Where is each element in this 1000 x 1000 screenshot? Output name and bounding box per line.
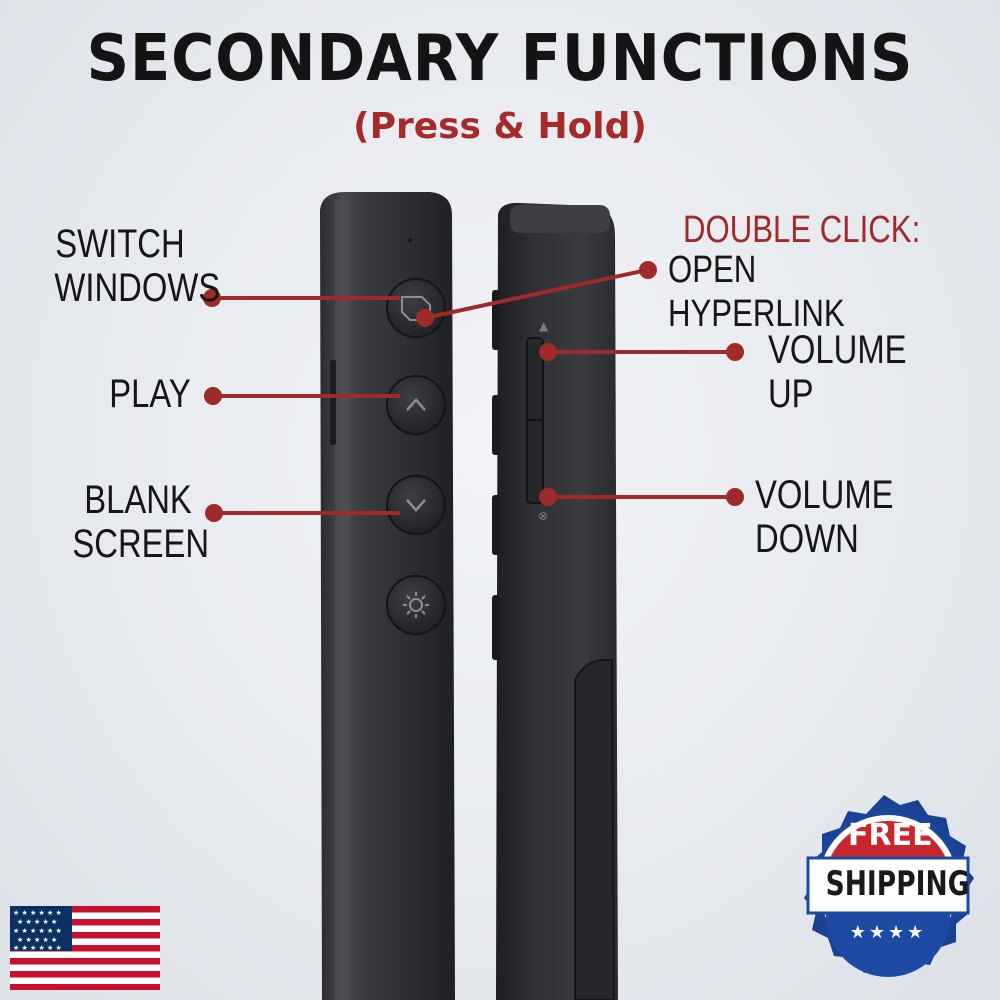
- brightness-icon: [403, 592, 429, 618]
- callout-open-hyperlink: OPEN HYPERLINK: [668, 249, 845, 335]
- svg-text:▲: ▲: [539, 319, 549, 333]
- callout-switch-windows-line1: SWITCH: [55, 222, 185, 266]
- callout-blank-screen-line1: BLANK: [84, 478, 192, 522]
- callout-play-line1: PLAY: [109, 372, 191, 416]
- callout-double-click: DOUBLE CLICK:: [683, 209, 921, 251]
- callout-play: PLAY: [93, 372, 208, 416]
- callout-lines: [203, 261, 744, 522]
- chevron-down-icon: [406, 499, 426, 512]
- free-shipping-badge-icon: [804, 795, 974, 977]
- badge-stars: ★★★★: [849, 922, 927, 943]
- brightness-button: [386, 575, 446, 635]
- side-remote: ▲ ⊗: [492, 202, 618, 1000]
- us-flag-icon: ★ ★ ★ ★ ★ ★ ★ ★ ★ ★ ★ ★ ★ ★ ★ ★ ★ ★ ★ ★ …: [10, 906, 160, 990]
- page-subtitle: (Press & Hold): [353, 106, 647, 147]
- callout-volume-up: VOLUME UP: [768, 328, 907, 416]
- callout-volume-down: VOLUME DOWN: [755, 473, 894, 561]
- svg-text:★ ★ ★ ★ ★ ★: ★ ★ ★ ★ ★ ★: [13, 927, 62, 935]
- play-button: [386, 375, 446, 435]
- svg-text:⊗: ⊗: [538, 509, 548, 523]
- switch-windows-button: [386, 278, 446, 338]
- page-title: SECONDARY FUNCTIONS: [86, 22, 914, 96]
- callout-switch-windows-line2: WINDOWS: [54, 266, 221, 310]
- svg-text:★ ★ ★ ★ ★: ★ ★ ★ ★ ★: [17, 936, 57, 944]
- callout-switch-windows: SWITCH WINDOWS: [54, 222, 221, 310]
- chevron-up-icon: [406, 398, 426, 411]
- front-remote: [320, 192, 455, 1000]
- svg-text:★ ★ ★ ★ ★ ★: ★ ★ ★ ★ ★ ★: [13, 909, 62, 917]
- blank-screen-button: [386, 475, 446, 535]
- callout-blank-screen-line2: SCREEN: [72, 522, 210, 566]
- callout-blank-screen: BLANK SCREEN: [72, 478, 210, 566]
- svg-text:★ ★ ★ ★ ★: ★ ★ ★ ★ ★: [17, 918, 57, 926]
- badge-main-text: SHIPPING: [825, 864, 970, 904]
- svg-text:★ ★ ★ ★ ★ ★: ★ ★ ★ ★ ★ ★: [13, 944, 62, 952]
- badge-top-text: FREE: [848, 818, 933, 853]
